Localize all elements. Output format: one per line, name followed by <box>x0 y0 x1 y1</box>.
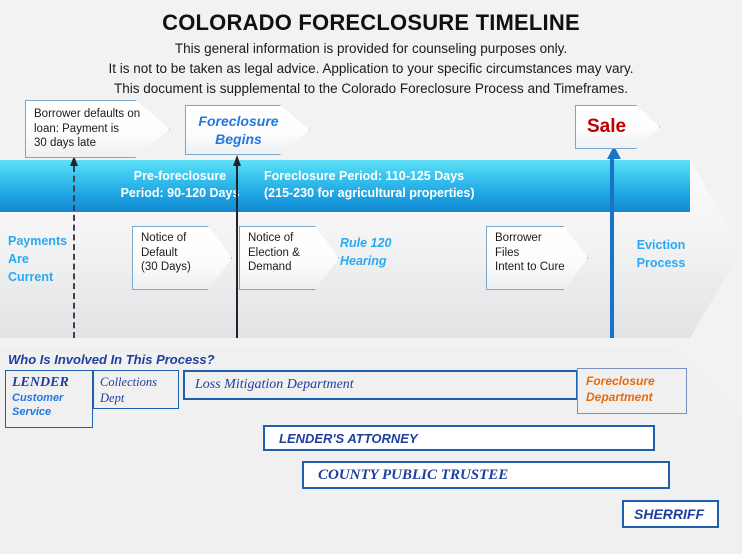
marker-line-election-solid <box>233 155 241 338</box>
subtitle-line-2: It is not to be taken as legal advice. A… <box>108 61 634 76</box>
participant-sherriff: SHERRIFF <box>622 500 719 528</box>
callout-sale-label: Sale <box>586 116 627 137</box>
participant-county-public-trustee: COUNTY PUBLIC TRUSTEE <box>302 461 670 489</box>
participants-section-title: Who Is Involved In This Process? <box>8 352 215 367</box>
marker-line-default-dashed <box>70 156 78 338</box>
subtitle-line-3: This document is supplemental to the Col… <box>114 81 628 96</box>
foreclosure-period-label: Foreclosure Period: 110-125 Days(215-230… <box>264 169 475 200</box>
page-title: COLORADO FORECLOSURE TIMELINE <box>162 10 580 35</box>
timeline-period-band <box>0 160 690 212</box>
callout-sale: Sale <box>575 105 660 149</box>
participant-loss-mitigation: Loss Mitigation Department <box>183 370 578 400</box>
marker-line-sale <box>607 146 621 338</box>
participant-lender-name: LENDER <box>12 375 69 390</box>
participant-lenders-attorney: LENDER'S ATTORNEY <box>263 425 655 451</box>
subtitle-line-1: This general information is provided for… <box>174 41 568 56</box>
